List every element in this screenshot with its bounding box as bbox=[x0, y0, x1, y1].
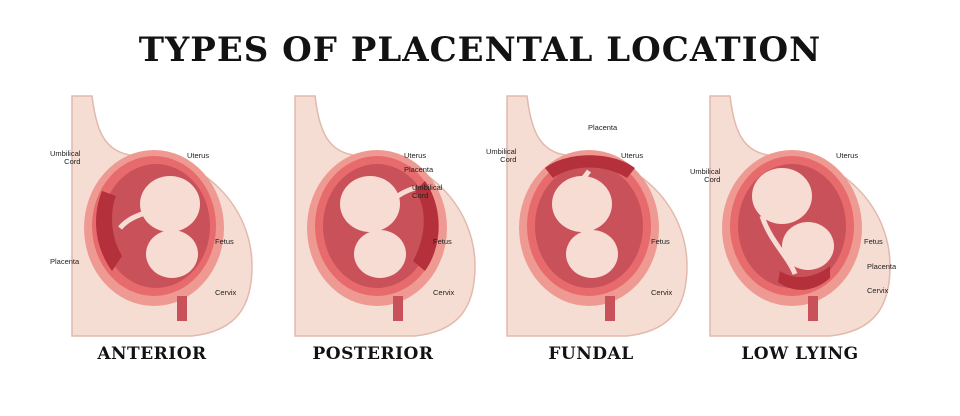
panel-fundal: Placenta Umbilical Cord Uterus Fetus Cer… bbox=[486, 95, 717, 396]
caption: POSTERIOR bbox=[312, 344, 434, 364]
label-placenta: Placenta bbox=[404, 165, 434, 174]
label-fetus: Fetus bbox=[651, 237, 670, 246]
low-lying-illustration bbox=[709, 95, 891, 337]
placenta-shape bbox=[413, 181, 439, 271]
cervix-shape bbox=[605, 296, 615, 321]
panel-posterior: Uterus Placenta Umbilical Cord Fetus Cer… bbox=[275, 95, 505, 396]
label-uterus: Uterus bbox=[621, 151, 644, 160]
fetus-body bbox=[752, 168, 812, 224]
cervix-shape bbox=[393, 296, 403, 321]
label-uterus: Uterus bbox=[836, 151, 859, 160]
placenta-shape bbox=[96, 191, 122, 271]
panel-low-lying: Umbilical Cord Uterus Fetus Placenta Cer… bbox=[690, 95, 920, 396]
label-umbilical-cord: Umbilical Cord bbox=[412, 183, 443, 200]
label-fetus: Fetus bbox=[215, 237, 234, 246]
label-placenta: Placenta bbox=[588, 123, 618, 132]
label-placenta: Placenta bbox=[50, 257, 80, 266]
caption: ANTERIOR bbox=[97, 344, 207, 364]
umbilical-cord-shape bbox=[118, 203, 164, 230]
fetus-body bbox=[140, 176, 200, 232]
fetus-head bbox=[146, 230, 198, 278]
fetus-head bbox=[566, 230, 618, 278]
label-cervix: Cervix bbox=[433, 288, 455, 297]
posterior-illustration bbox=[294, 95, 476, 337]
fetus-head bbox=[782, 222, 834, 270]
label-umbilical-cord: Umbilical Cord bbox=[50, 149, 81, 166]
placenta-shape bbox=[778, 266, 830, 290]
label-placenta: Placenta bbox=[867, 262, 897, 271]
anterior-illustration bbox=[71, 95, 253, 337]
fetus-head bbox=[354, 230, 406, 278]
umbilical-cord-shape bbox=[564, 169, 592, 203]
label-umbilical-cord: Umbilical Cord bbox=[486, 147, 517, 164]
label-cervix: Cervix bbox=[867, 286, 889, 295]
umbilical-cord-shape bbox=[385, 185, 416, 208]
fetus-body bbox=[552, 176, 612, 232]
label-cervix: Cervix bbox=[651, 288, 673, 297]
label-cervix: Cervix bbox=[215, 288, 237, 297]
caption: FUNDAL bbox=[548, 344, 634, 364]
label-uterus: Uterus bbox=[404, 151, 427, 160]
label-uterus: Uterus bbox=[187, 151, 210, 160]
label-fetus: Fetus bbox=[864, 237, 883, 246]
cervix-shape bbox=[177, 296, 187, 321]
panel-anterior: Umbilical Cord Uterus Fetus Placenta Cer… bbox=[50, 95, 282, 396]
placenta-shape bbox=[545, 155, 635, 178]
cervix-shape bbox=[808, 296, 818, 321]
fundal-illustration bbox=[506, 95, 688, 337]
umbilical-cord-shape bbox=[759, 215, 798, 275]
fetus-body bbox=[340, 176, 400, 232]
caption: LOW LYING bbox=[741, 344, 859, 364]
label-umbilical-cord: Umbilical Cord bbox=[690, 167, 721, 184]
label-fetus: Fetus bbox=[433, 237, 452, 246]
diagram-title: TYPES OF PLACENTAL LOCATION bbox=[138, 30, 822, 70]
